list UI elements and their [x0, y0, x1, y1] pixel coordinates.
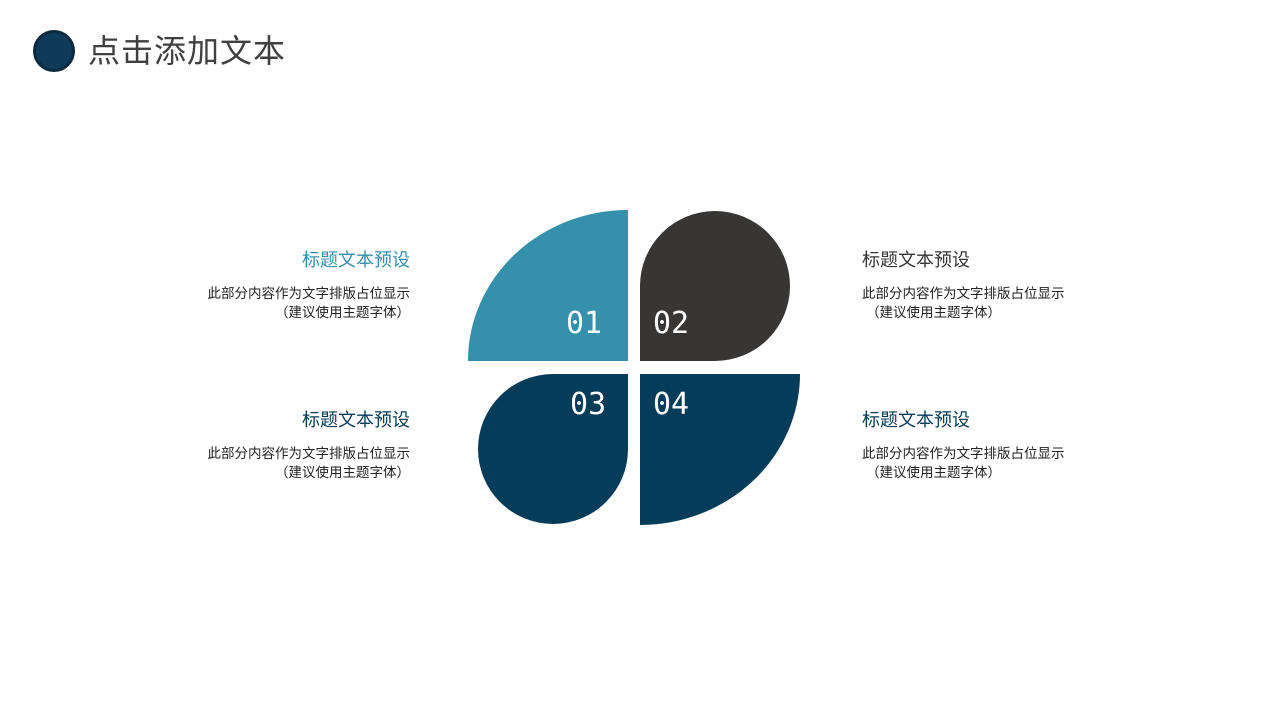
block-body[interactable]: 此部分内容作为文字排版占位显示 （建议使用主题字体） [170, 445, 411, 483]
block-title[interactable]: 标题文本预设 [302, 410, 410, 431]
block-body-line: （建议使用主题字体） [866, 305, 1001, 321]
text-block-03: 标题文本预设 此部分内容作为文字排版占位显示 （建议使用主题字体） [170, 409, 411, 483]
block-body[interactable]: 此部分内容作为文字排版占位显示 （建议使用主题字体） [170, 285, 411, 323]
block-body-line: 此部分内容作为文字排版占位显示 [207, 286, 411, 302]
block-title[interactable]: 标题文本预设 [862, 410, 970, 431]
block-body[interactable]: 此部分内容作为文字排版占位显示 （建议使用主题字体） [862, 445, 1102, 483]
block-body[interactable]: 此部分内容作为文字排版占位显示 （建议使用主题字体） [862, 285, 1102, 323]
segment-01-number: 01 [566, 306, 602, 341]
title-bullet-icon [33, 30, 75, 72]
page-title[interactable]: 点击添加文本 [88, 32, 287, 70]
segment-01-shape[interactable] [468, 210, 628, 361]
text-block-02: 标题文本预设 此部分内容作为文字排版占位显示 （建议使用主题字体） [862, 249, 1102, 323]
segment-03-shape[interactable] [478, 374, 628, 524]
text-block-01: 标题文本预设 此部分内容作为文字排版占位显示 （建议使用主题字体） [170, 249, 411, 323]
block-body-line: 此部分内容作为文字排版占位显示 [862, 286, 1065, 302]
block-body-line: 此部分内容作为文字排版占位显示 [207, 446, 411, 462]
block-body-line: 此部分内容作为文字排版占位显示 [862, 446, 1065, 462]
block-body-line: （建议使用主题字体） [275, 465, 410, 481]
block-body-line: （建议使用主题字体） [275, 305, 410, 321]
block-title[interactable]: 标题文本预设 [302, 250, 410, 271]
block-title[interactable]: 标题文本预设 [862, 250, 970, 271]
segment-04-number: 04 [653, 387, 689, 422]
segment-03-number: 03 [570, 387, 606, 422]
text-block-04: 标题文本预设 此部分内容作为文字排版占位显示 （建议使用主题字体） [862, 409, 1102, 483]
segment-02-shape[interactable] [640, 211, 790, 361]
segment-02-number: 02 [653, 306, 689, 341]
block-body-line: （建议使用主题字体） [866, 465, 1001, 481]
segment-04-shape[interactable] [640, 374, 800, 525]
